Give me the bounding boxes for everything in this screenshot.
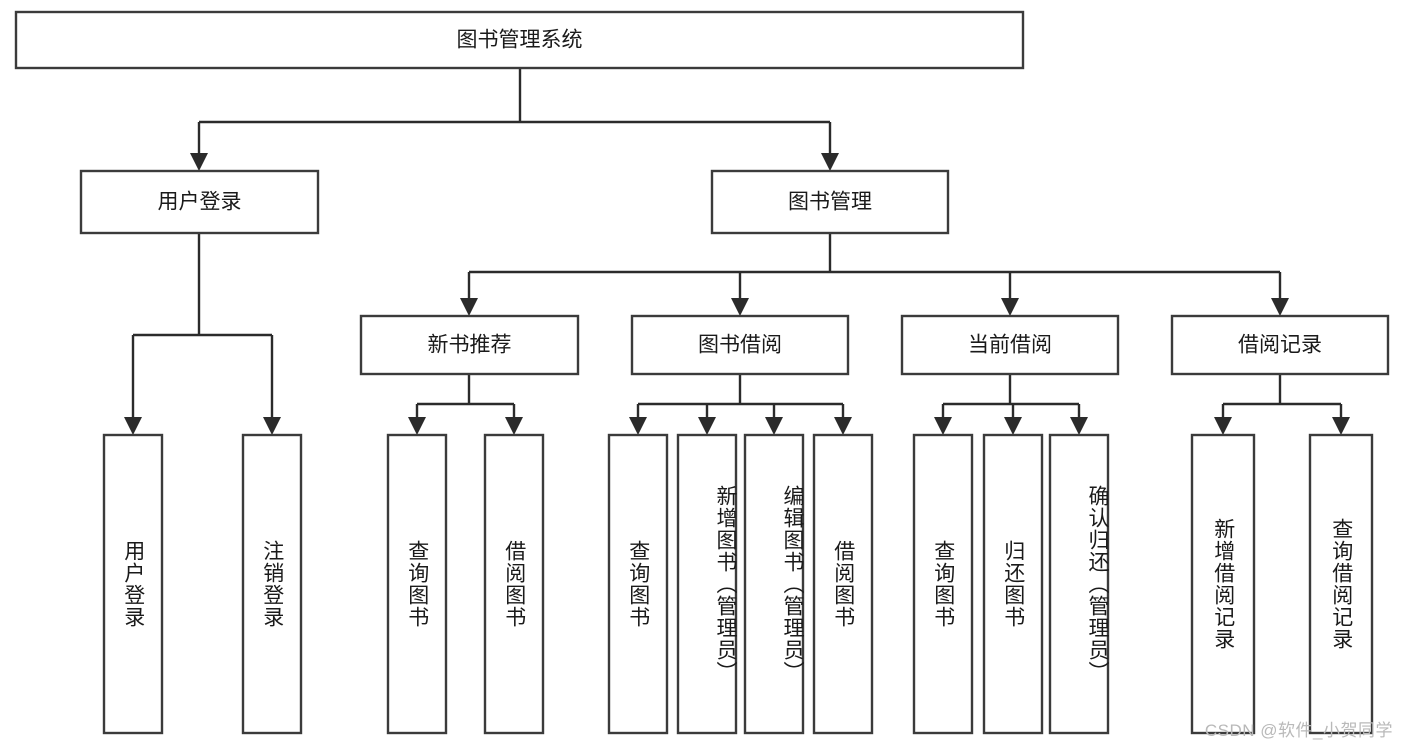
node-leaf-return-book[interactable] bbox=[982, 433, 1044, 735]
node-leaf-add-record[interactable] bbox=[1190, 433, 1256, 735]
arrowhead-leaf-query-record bbox=[1332, 417, 1350, 435]
node-leaf-user-logout[interactable] bbox=[241, 433, 303, 735]
node-book-manage-label: 图书管理 bbox=[788, 191, 872, 214]
arrowhead-leaf-edit-book bbox=[765, 417, 783, 435]
watermark-text: CSDN @软件_小贺同学 bbox=[1204, 721, 1393, 740]
node-borrow-record-label: 借阅记录 bbox=[1238, 334, 1322, 357]
node-book-manage[interactable] bbox=[710, 169, 950, 235]
node-leaf-user-login[interactable] bbox=[102, 433, 164, 735]
node-borrow-record[interactable] bbox=[1170, 314, 1390, 376]
arrowhead-book-borrow bbox=[731, 298, 749, 316]
node-current-borrow[interactable] bbox=[900, 314, 1120, 376]
node-leaf-add-book[interactable] bbox=[676, 433, 738, 735]
arrowhead-leaf-user-login bbox=[124, 417, 142, 435]
node-new-book-rec-label: 新书推荐 bbox=[428, 334, 512, 357]
node-current-borrow-label: 当前借阅 bbox=[968, 334, 1052, 357]
arrowhead-leaf-user-logout bbox=[263, 417, 281, 435]
arrowhead-borrow-record bbox=[1271, 298, 1289, 316]
node-root[interactable] bbox=[14, 10, 1025, 70]
node-leaf-query-record[interactable] bbox=[1308, 433, 1374, 735]
arrowhead-leaf-confirm-return bbox=[1070, 417, 1088, 435]
node-book-borrow[interactable] bbox=[630, 314, 850, 376]
arrowhead-leaf-borrow-book-2 bbox=[834, 417, 852, 435]
arrowhead-user-login bbox=[190, 153, 208, 171]
arrowhead-leaf-borrow-book-1 bbox=[505, 417, 523, 435]
arrowhead-leaf-return-book bbox=[1004, 417, 1022, 435]
node-leaf-confirm-return[interactable] bbox=[1048, 433, 1110, 735]
node-leaf-edit-book[interactable] bbox=[743, 433, 805, 735]
node-book-borrow-label: 图书借阅 bbox=[698, 334, 782, 357]
arrowhead-leaf-query-book-3 bbox=[934, 417, 952, 435]
arrowhead-leaf-add-record bbox=[1214, 417, 1232, 435]
arrowhead-new-book-rec bbox=[460, 298, 478, 316]
arrowhead-leaf-query-book-2 bbox=[629, 417, 647, 435]
node-user-login-label: 用户登录 bbox=[158, 191, 242, 214]
node-leaf-query-book-3[interactable] bbox=[912, 433, 974, 735]
node-leaf-query-book-1[interactable] bbox=[386, 433, 448, 735]
node-root-label: 图书管理系统 bbox=[457, 29, 583, 52]
arrowhead-leaf-query-book-1 bbox=[408, 417, 426, 435]
node-new-book-rec[interactable] bbox=[359, 314, 580, 376]
connector-layer bbox=[124, 68, 1350, 435]
arrowhead-current-borrow bbox=[1001, 298, 1019, 316]
node-user-login[interactable] bbox=[79, 169, 320, 235]
node-leaf-query-book-2[interactable] bbox=[607, 433, 669, 735]
node-leaf-borrow-book-2[interactable] bbox=[812, 433, 874, 735]
arrowhead-book-manage bbox=[821, 153, 839, 171]
arrowhead-leaf-add-book bbox=[698, 417, 716, 435]
node-layer: 图书管理系统 用户登录 图书管理 新书推荐 图书借阅 当前借阅 借阅记录 bbox=[14, 10, 1390, 735]
node-leaf-borrow-book-1[interactable] bbox=[483, 433, 545, 735]
